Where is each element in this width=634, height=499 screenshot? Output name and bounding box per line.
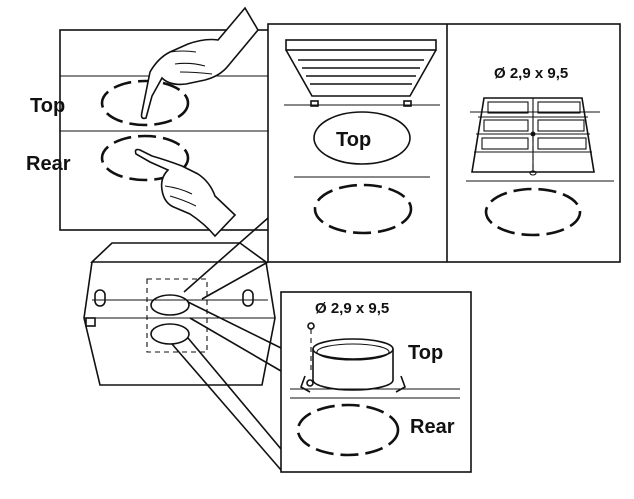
hood-slot-right	[243, 290, 253, 306]
hood-body	[84, 262, 275, 385]
leader-line-lower-d	[172, 344, 281, 470]
screw-spec-upper: Ø 2,9 x 9,5	[494, 65, 568, 82]
pushing-hand-icon	[136, 150, 236, 237]
hood-top-knockout	[151, 295, 189, 315]
screw-spec-lower: Ø 2,9 x 9,5	[315, 300, 389, 317]
label-top-lower: Top	[408, 342, 443, 364]
hood-top-face	[92, 243, 266, 262]
label-rear-left: Rear	[26, 153, 71, 175]
pressing-hand-icon	[142, 8, 259, 118]
lower-detail-panel: Ø 2,9 x 9,5 Top Rear	[281, 292, 471, 472]
label-top-oval: Top	[336, 129, 371, 151]
leader-line-lower-c	[188, 338, 281, 449]
hood-box	[84, 243, 275, 385]
knockout-hand-panel: Top Rear	[26, 8, 285, 236]
label-rear-lower: Rear	[410, 416, 455, 438]
upper-detail-panel: Top Ø 2,9 x 9,5	[268, 24, 620, 262]
hood-rear-knockout	[151, 324, 189, 344]
hood-tab	[86, 318, 95, 326]
label-top-left: Top	[30, 95, 65, 117]
hood-slot-left	[95, 290, 105, 306]
